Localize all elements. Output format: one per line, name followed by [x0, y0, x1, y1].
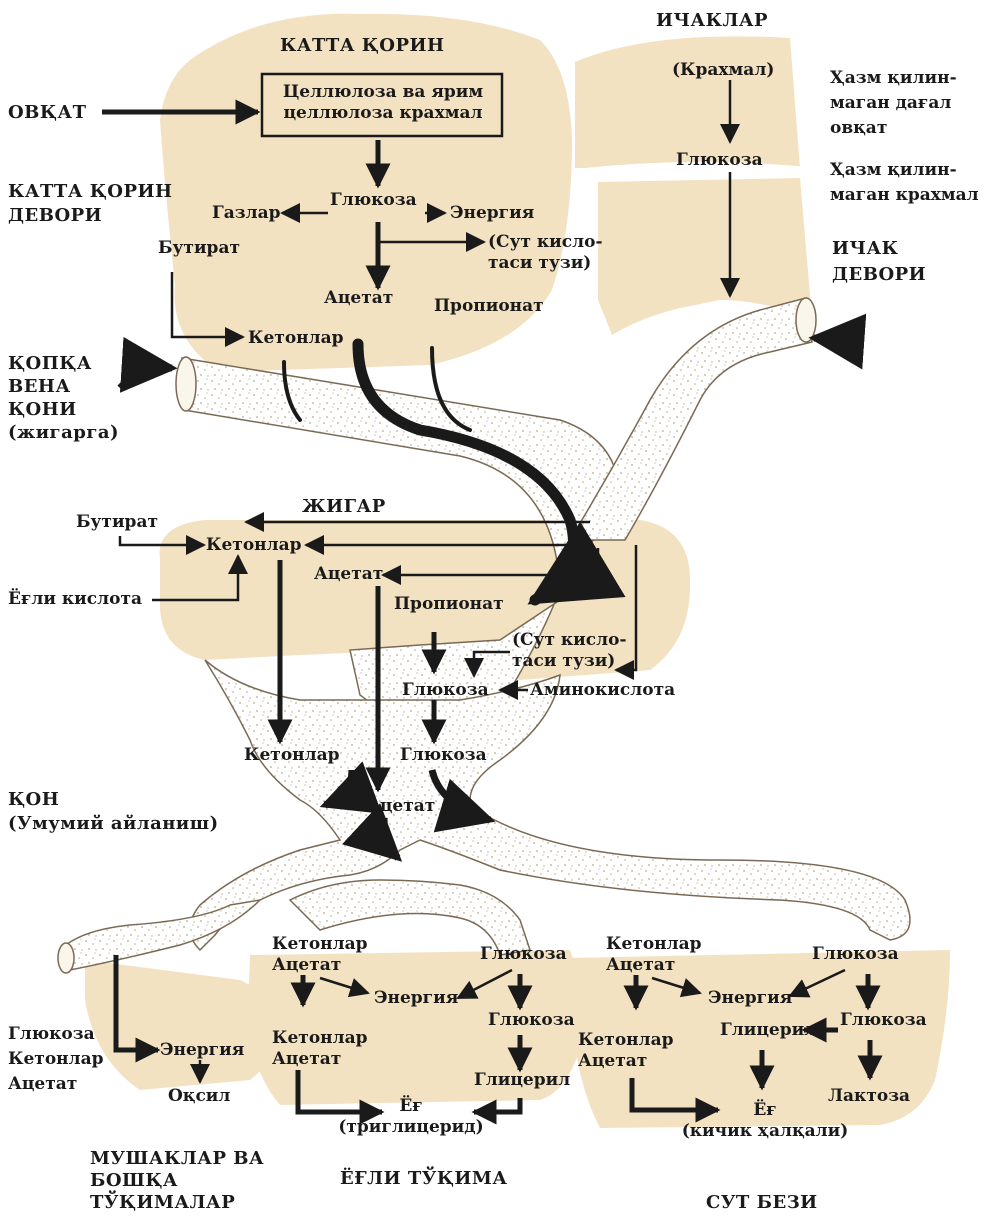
adipose-glucose-mid: Глюкоза	[488, 1010, 575, 1030]
muscle-energy-label: Энергия	[160, 1040, 245, 1060]
systemic-vessels	[57, 659, 911, 974]
gut-entry-arrow	[808, 313, 867, 370]
adipose-ketacet-top: Кетонлар Ацетат	[272, 934, 368, 975]
intestines-title: ИЧАКЛАР	[656, 10, 769, 31]
intestine-organ	[575, 36, 812, 335]
fatty-acid-label: Ёғли кислота	[8, 589, 142, 609]
liver-ketones-label: Кетонлар	[206, 535, 302, 555]
adipose-ketacet-bottom: Кетонлар Ацетат	[272, 1028, 368, 1069]
gut-wall-label: ИЧАК ДЕВОРИ	[832, 238, 927, 285]
rumen-propionate-label: Пропионат	[434, 296, 544, 316]
rumen-energy-label: Энергия	[450, 203, 535, 223]
mammary-glucose-top: Глюкоза	[812, 944, 899, 964]
liver-lactate-label: (Сут кисло- таси тузи)	[512, 630, 627, 671]
rumen-lactate-label: (Сут кисло- таси тузи)	[488, 232, 603, 273]
amino-acid-label: Аминокислота	[530, 680, 676, 700]
liver-glucose-label: Глюкоза	[402, 680, 489, 700]
gut-glucose-label: Глюкоза	[676, 150, 763, 170]
blood-acetate-label: Ацетат	[366, 796, 436, 816]
liver-propionate-label: Пропионат	[394, 594, 504, 614]
rumen-butyrate-label: Бутират	[158, 238, 240, 258]
mammary-glycerol-label: Глицерил	[720, 1020, 817, 1040]
blood-ketones-label: Кетонлар	[244, 745, 340, 765]
muscles-title: МУШАКЛАР ВА БОШҚА ТЎҚИМАЛАР	[90, 1148, 265, 1213]
rumen-title: КАТТА ҚОРИН	[280, 35, 445, 56]
portal-vein-label: ҚОПҚА ВЕНА ҚОНИ (жигарга)	[8, 353, 120, 443]
adipose-glucose-top: Глюкоза	[480, 944, 567, 964]
liver-butyrate-label: Бутират	[76, 512, 158, 532]
pathway-arrows	[102, 80, 883, 1125]
mammary-title: СУТ БЕЗИ	[706, 1192, 818, 1213]
rumen-wall-label: КАТТА ҚОРИН ДЕВОРИ	[8, 181, 173, 226]
mammary-ketacet-top: Кетонлар Ацетат	[606, 934, 702, 975]
portal-flow-arrows	[282, 338, 626, 606]
blood-glucose-label: Глюкоза	[400, 745, 487, 765]
adipose-title: ЁҒЛИ ТЎҚИМА	[340, 1168, 508, 1189]
feed-label: ОВҚАТ	[8, 102, 87, 123]
cellulose-box-label: Целлюлоза ва ярим целлюлоза крахмал	[282, 82, 484, 123]
adipose-glycerol-label: Глицерил	[474, 1070, 571, 1090]
mammary-energy-label: Энергия	[708, 988, 793, 1008]
mammary-glucose-mid: Глюкоза	[840, 1010, 927, 1030]
rumen-acetate-label: Ацетат	[324, 288, 394, 308]
adipose-organ	[248, 950, 583, 1105]
portal-entry-arrow	[117, 336, 178, 393]
undigested-feed-label: Ҳазм қилин- маган дағал овқат	[830, 68, 957, 138]
blood-title: ҚОН (Умумий айланиш)	[8, 789, 219, 834]
cellulose-box	[260, 72, 504, 138]
mammary-ketacet-bottom: Кетонлар Ацетат	[578, 1030, 674, 1071]
adipose-energy-label: Энергия	[374, 988, 459, 1008]
muscle-inputs-label: Глюкоза Кетонлар Ацетат	[8, 1024, 104, 1094]
undigested-starch-label: Ҳазм қилин- маган крахмал	[830, 160, 979, 205]
liver-acetate-label: Ацетат	[314, 564, 384, 584]
rumen-ketones-label: Кетонлар	[248, 328, 344, 348]
gases-label: Газлар	[212, 203, 281, 223]
liver-title: ЖИГАР	[302, 496, 386, 517]
lactose-label: Лактоза	[828, 1086, 911, 1106]
protein-label: Оқсил	[168, 1086, 231, 1106]
adipose-fat-label: Ёғ (триглицерид)	[338, 1096, 484, 1137]
rumen-glucose-label: Глюкоза	[330, 190, 417, 210]
starch-label: (Крахмал)	[672, 60, 775, 80]
mammary-fat-label: Ёғ (кичик ҳалқали)	[681, 1100, 849, 1141]
arrow-butyrate-to-ketones	[170, 272, 245, 347]
